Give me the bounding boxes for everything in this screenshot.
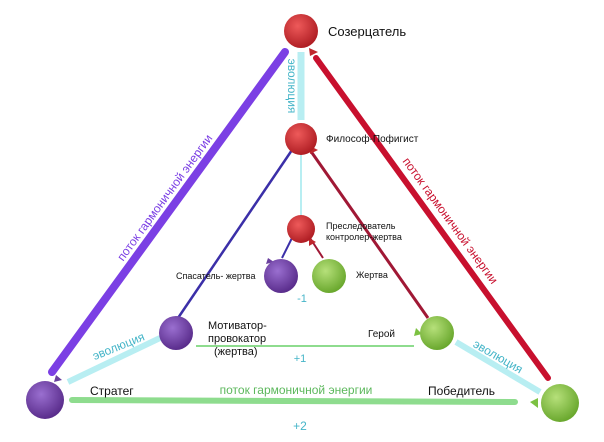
node-pursuer [287, 215, 315, 243]
label-pursuer-line1: Преследователь [326, 221, 396, 231]
node-motivator [159, 316, 193, 350]
edge-bottom-flow [69, 397, 518, 405]
node-strategist [26, 381, 64, 419]
label-pursuer: Преследователь контролер-жертва [326, 221, 402, 242]
node-philosopher [285, 123, 317, 155]
label-level-plus-one: +1 [294, 353, 307, 365]
label-motivator-line3: (жертва) [214, 346, 258, 358]
label-level-minus-one: -1 [297, 293, 307, 305]
label-philosopher: Философ-Пофигист [326, 133, 419, 145]
edge-right-flow [313, 55, 551, 381]
edge-inner-red [308, 149, 430, 319]
label-level-plus-two: +2 [293, 419, 307, 433]
edge-inner-purple [176, 149, 294, 319]
arrow-pursuer-marker [309, 238, 316, 246]
edge-evolution-right [454, 339, 542, 395]
label-motivator: Мотиватор- провокатор (жертва) [208, 320, 270, 358]
arrow-winner-marker [530, 398, 538, 408]
label-victim: Жертва [356, 270, 388, 280]
label-rescuer: Спасатель- жертва [176, 271, 256, 281]
label-flow-right: поток гармоничной энергии [400, 155, 501, 287]
label-strategist: Стратег [90, 384, 134, 398]
node-contemplator [284, 14, 318, 48]
label-winner: Победитель [428, 384, 495, 398]
edge-inner-purple-small [281, 237, 293, 259]
edge-left-flow [48, 48, 289, 376]
node-hero [420, 316, 454, 350]
node-victim [312, 259, 346, 293]
arrow-strategist-marker [54, 375, 62, 382]
label-motivator-line1: Мотиватор- [208, 320, 267, 332]
label-flow-bottom: поток гармоничной энергии [220, 383, 373, 397]
label-pursuer-line2: контролер-жертва [326, 232, 402, 242]
label-contemplator: Созерцатель [328, 24, 406, 39]
label-flow-left: поток гармоничной энергии [114, 132, 215, 264]
edge-evolution-left [66, 335, 162, 385]
arrow-hero-marker [414, 328, 422, 336]
arrow-top-marker [309, 48, 318, 56]
node-rescuer [264, 259, 298, 293]
node-winner [541, 384, 579, 422]
label-motivator-line2: провокатор [208, 333, 266, 345]
label-evolution-top: эволюция [285, 59, 299, 114]
label-hero: Герой [368, 329, 395, 340]
